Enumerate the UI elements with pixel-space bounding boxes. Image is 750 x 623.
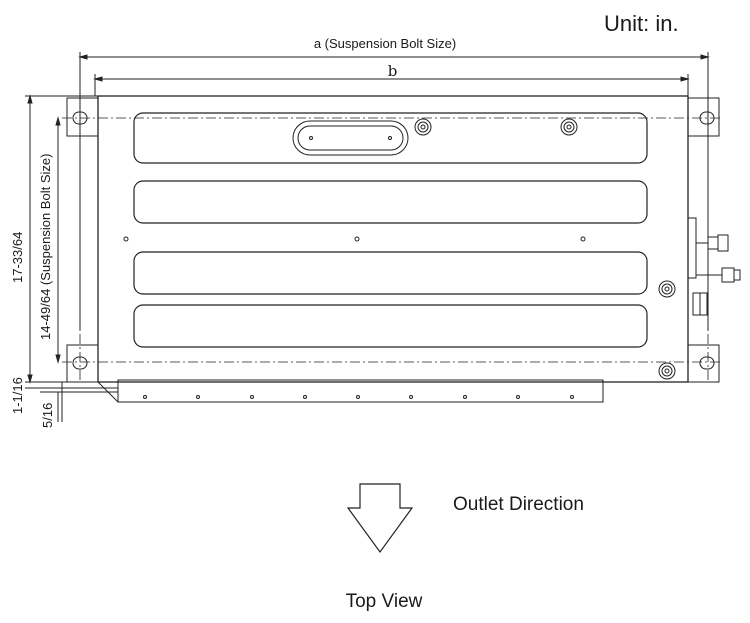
pipe-connections (687, 217, 741, 316)
bottom-small-label: 5/16 (40, 402, 55, 428)
dimension-a-label: a (Suspension Bolt Size) (313, 36, 457, 51)
height-total-label: 17-33/64 (10, 231, 25, 283)
panels (133, 112, 648, 348)
dimension-b-line (93, 74, 690, 96)
view-title: Top View (345, 591, 423, 612)
unit-label: Unit: in. (604, 11, 679, 36)
flange-holes (143, 395, 574, 399)
screw-holes (123, 118, 676, 380)
dimension-a-line (78, 52, 710, 330)
oval-slot (292, 120, 409, 156)
dimension-b-label: b (387, 62, 398, 80)
outlet-arrow-icon (346, 483, 414, 554)
suspension-brackets (66, 97, 720, 383)
outlet-direction-label: Outlet Direction (453, 494, 584, 515)
centerlines (62, 100, 722, 380)
bottom-offset-label: 1-1/16 (10, 377, 25, 414)
height-bolt-label: 14-49/64 (Suspension Bolt Size) (38, 153, 53, 340)
unit-body (97, 95, 689, 403)
